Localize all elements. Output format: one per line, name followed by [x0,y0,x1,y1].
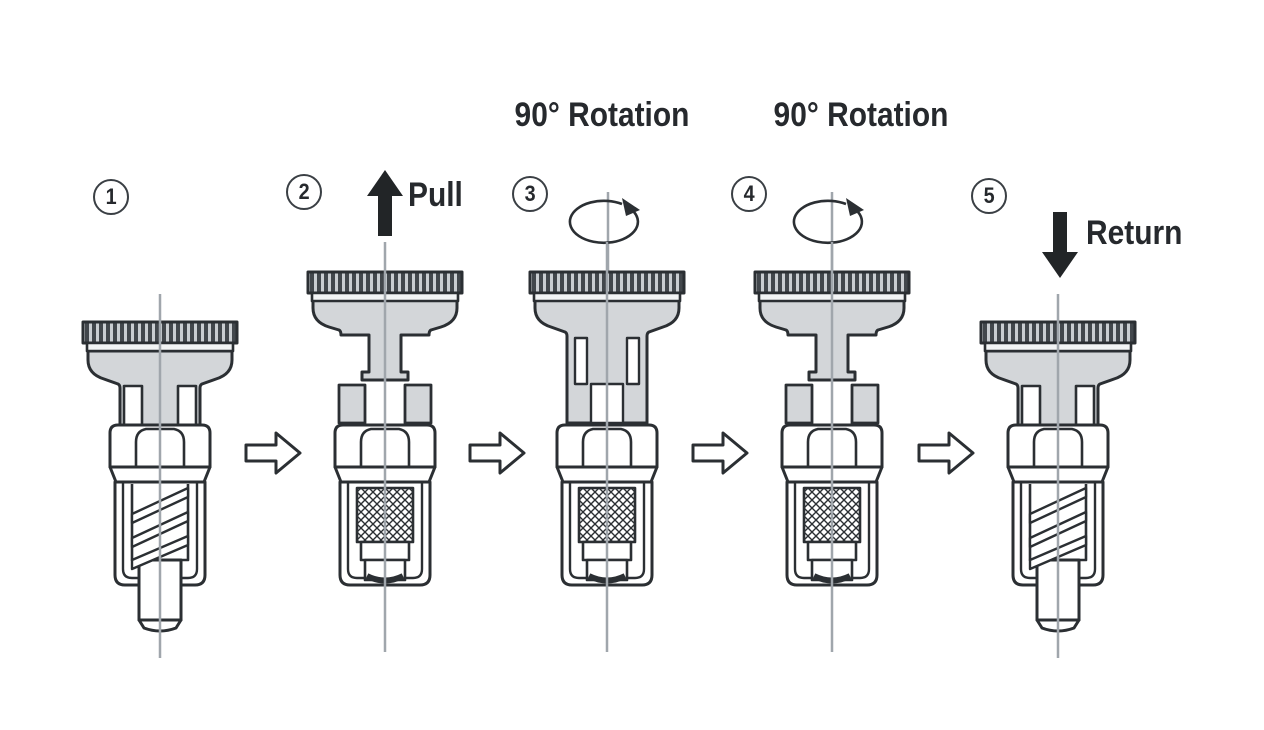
rotation-label-step3: 90° Rotation [514,96,690,134]
pull-up-arrow-icon [367,170,403,236]
flow-arrow-icon [691,431,749,475]
step-badge-3: 3 [512,176,548,212]
plunger-step-5-returned [979,292,1137,660]
return-down-arrow-icon [1042,212,1078,278]
step-badge-4: 4 [731,176,767,212]
plunger-step-1-rest [81,292,239,660]
pull-label: Pull [408,176,463,214]
rotation-label-step4: 90° Rotation [773,96,949,134]
step-badge-2: 2 [286,174,322,210]
plunger-step-3-rotated [527,240,687,660]
step-badge-5: 5 [971,178,1007,214]
return-label: Return [1086,214,1183,252]
plunger-step-4-pulled-rotated [752,240,912,660]
flow-arrow-icon [917,431,975,475]
flow-arrow-icon [468,431,526,475]
plunger-step-2-pulled [305,240,465,660]
flow-arrow-icon [244,431,302,475]
step-badge-1: 1 [93,179,129,215]
